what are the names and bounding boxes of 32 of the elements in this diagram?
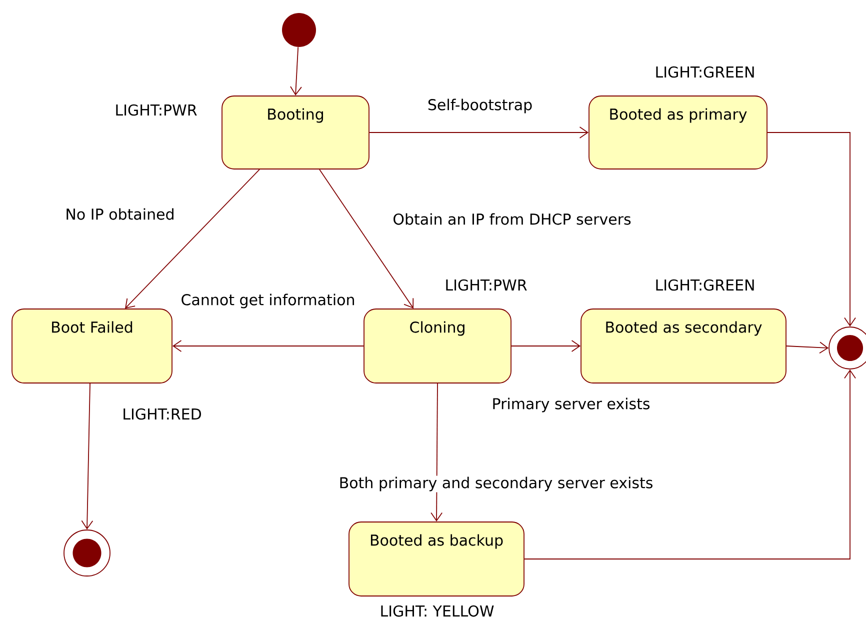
light-label: LIGHT:GREEN — [656, 279, 754, 291]
transition-arrow — [767, 132, 856, 327]
edge-label: Cannot get information — [180, 292, 356, 310]
transition-arrow — [524, 369, 856, 560]
initial-state — [282, 13, 316, 47]
edge-label: Primary server exists — [490, 396, 652, 414]
state-box: Booted as backup — [348, 522, 524, 596]
transition-arrow — [430, 383, 443, 522]
edge-label: Obtain an IP from DHCP servers — [392, 212, 632, 226]
transition-arrow — [172, 340, 364, 352]
light-label: LIGHT:GREEN — [656, 66, 754, 78]
state-box: Cloning — [364, 308, 512, 384]
final-state — [828, 326, 866, 370]
edge-label: Self-bootstrap — [426, 98, 534, 114]
light-label: LIGHT:RED — [124, 408, 201, 420]
transition-arrow — [786, 342, 829, 354]
light-label: LIGHT: YELLOW — [381, 605, 494, 617]
transition-arrow — [319, 169, 414, 309]
state-box: Booted as secondary — [580, 308, 786, 384]
state-box: Booting — [222, 96, 370, 170]
final-state — [64, 530, 110, 576]
transition-arrow — [511, 340, 581, 352]
edge-label: No IP obtained — [64, 207, 176, 221]
light-label: LIGHT:PWR — [116, 104, 197, 116]
transition-arrow — [125, 169, 260, 309]
state-box: Boot Failed — [12, 308, 172, 384]
transition-arrow — [290, 46, 302, 96]
light-label: LIGHT:PWR — [446, 279, 527, 291]
state-box: Booted as primary — [588, 96, 768, 170]
transition-arrow — [369, 126, 589, 138]
transition-arrow — [81, 383, 94, 530]
edge-label: Both primary and secondary server exists — [338, 476, 654, 492]
